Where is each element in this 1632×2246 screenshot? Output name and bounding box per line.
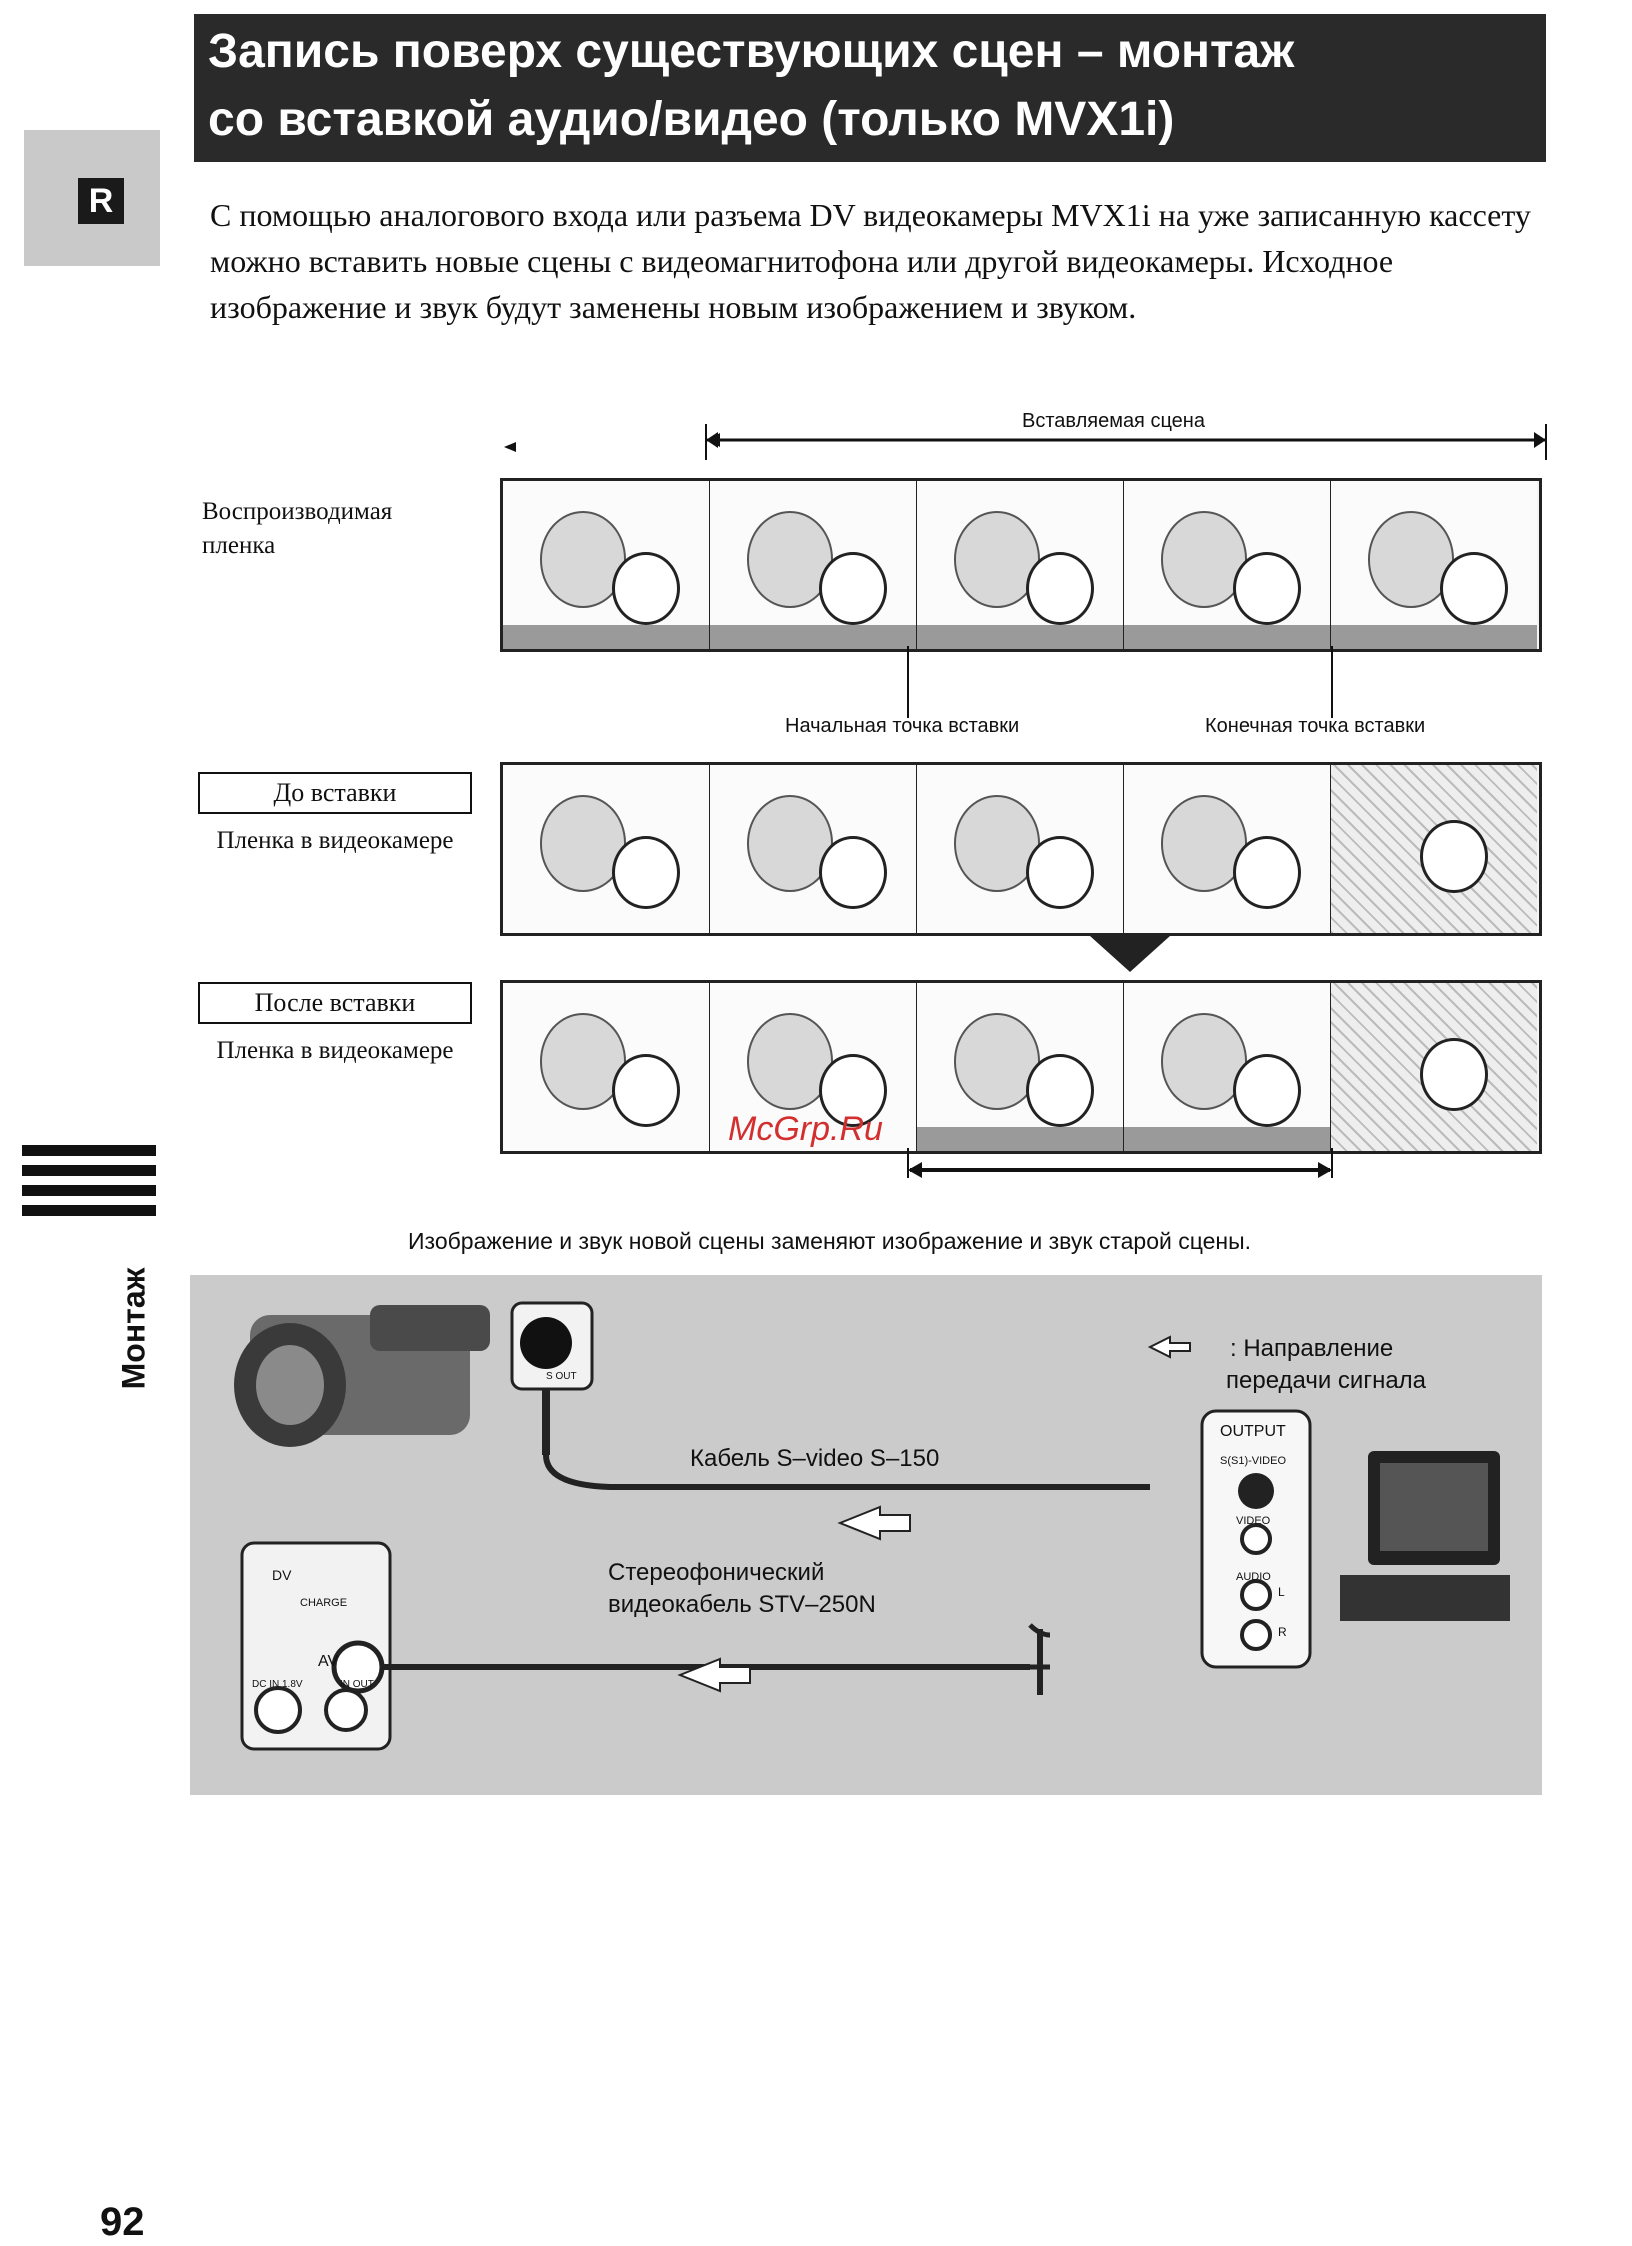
end-point-label: Конечная точка вставки: [1205, 715, 1426, 737]
section-letter: R: [78, 178, 124, 224]
intro-paragraph: С помощью аналогового входа или разъема …: [210, 197, 1531, 325]
frame: [917, 765, 1125, 933]
start-point-label: Начальная точка вставки: [785, 715, 1020, 737]
video-port-label: VIDEO: [1236, 1515, 1271, 1527]
insert-point-lines: [907, 646, 1333, 718]
connection-illustration: [234, 1301, 1510, 1751]
frame: [1124, 765, 1332, 933]
page-title: Запись поверх существующих сцен – монтаж…: [194, 14, 1546, 162]
connection-diagram: : Направление передачи сигнала Кабель S–…: [190, 1275, 1542, 1795]
audio-l-label: L: [1278, 1585, 1285, 1599]
audio-port-label: AUDIO: [1236, 1571, 1271, 1583]
title-line-2: со вставкой аудио/видео (только MVX1i): [208, 93, 1175, 146]
frame: [1331, 765, 1537, 933]
playback-strip: [500, 478, 1542, 652]
playback-tape-label: Воспроизводимая пленка: [202, 498, 393, 559]
s-out-label: S OUT: [546, 1371, 577, 1382]
frame: [503, 481, 711, 649]
section-tab: R: [24, 130, 160, 266]
before-strip: [500, 762, 1542, 936]
dv-port-label: DV: [272, 1567, 292, 1583]
frame: [503, 765, 711, 933]
after-strip: [500, 980, 1542, 1154]
frame: [1331, 481, 1537, 649]
frame: [710, 765, 918, 933]
frame: [1124, 983, 1332, 1151]
frame: [1331, 983, 1537, 1151]
audio-r-label: R: [1278, 1625, 1287, 1639]
camera-tape-label: Пленка в видеокамере: [216, 827, 454, 854]
frame: [917, 481, 1125, 649]
section-bars: [22, 1145, 156, 1225]
av-port-label: AV: [318, 1653, 339, 1670]
frame: [710, 481, 918, 649]
inserted-scene-marker: [504, 424, 1547, 460]
stereo-cable-line-1: Стереофонический: [608, 1559, 825, 1586]
svideo-port-label: S(S1)-VIDEO: [1220, 1455, 1287, 1467]
signal-direction-line-1: : Направление: [1230, 1335, 1394, 1362]
diagram-caption: Изображение и звук новой сцены заменяют …: [408, 1228, 1252, 1254]
down-arrow-icon: [1090, 936, 1170, 972]
title-line-1: Запись поверх существующих сцен – монтаж: [208, 25, 1295, 78]
watermark: McGrp.Ru: [728, 1110, 883, 1148]
svideo-cable-label: Кабель S–video S–150: [690, 1445, 940, 1472]
charge-label: CHARGE: [300, 1597, 348, 1609]
stereo-cable-line-2: видеокабель STV–250N: [608, 1591, 876, 1618]
section-label: Монтаж: [115, 1267, 152, 1390]
frame: [1124, 481, 1332, 649]
frame: [917, 983, 1125, 1151]
signal-direction-line-2: передачи сигнала: [1226, 1367, 1427, 1394]
frame: [503, 983, 711, 1151]
camera-tape-label-after: Пленка в видеокамере: [216, 1037, 454, 1064]
output-label: OUTPUT: [1220, 1423, 1286, 1440]
dc-in-label: DC IN 1.8V: [252, 1679, 303, 1690]
av-in-out-label: IN OUT: [340, 1679, 374, 1690]
replaced-span-marker: [907, 1148, 1333, 1178]
before-insert-label: До вставки: [198, 772, 472, 814]
page-number: 92: [100, 2200, 145, 2244]
after-insert-label: После вставки: [198, 982, 472, 1024]
inserted-scene-label: Вставляемая сцена: [1022, 410, 1205, 432]
